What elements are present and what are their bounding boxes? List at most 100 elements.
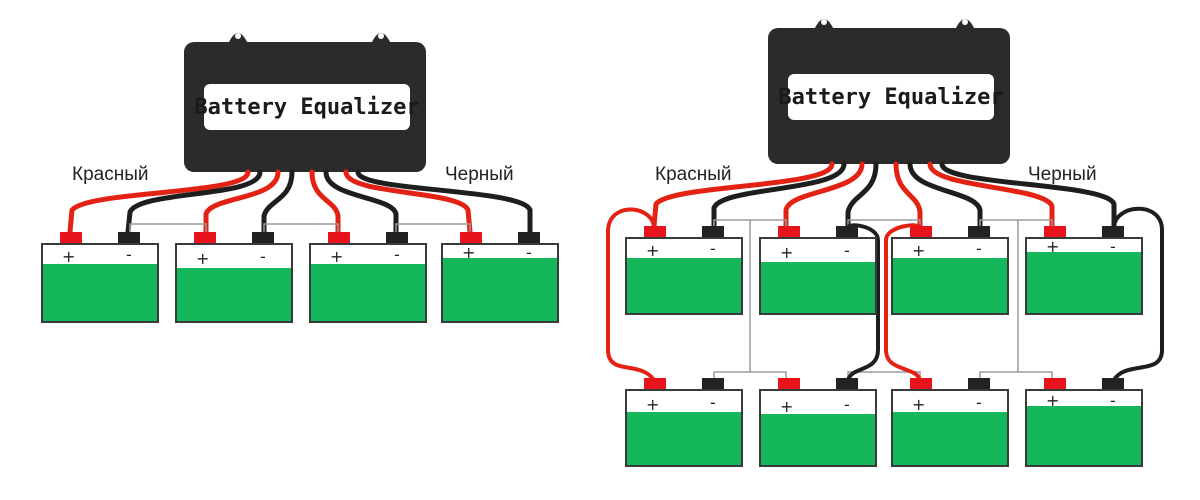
black-terminal (968, 378, 990, 390)
equalizer-box-right: Battery Equalizer (768, 19, 1010, 164)
black-terminal (1102, 378, 1124, 390)
red-wire (893, 161, 923, 229)
red-terminal (778, 378, 800, 390)
mounting-hole-icon (235, 33, 241, 39)
red-terminal (910, 226, 932, 238)
battery: + - (41, 232, 159, 323)
electrolyte-fill (43, 264, 157, 321)
minus-sign: - (260, 247, 266, 266)
minus-sign: - (844, 241, 850, 260)
black-terminal (1102, 226, 1124, 238)
battery-row-left: + - + - + - (41, 232, 559, 323)
electrolyte-fill (893, 412, 1007, 465)
minus-sign: - (1110, 391, 1116, 410)
equalizer-wires-right (651, 161, 1117, 229)
battery: + - (759, 378, 877, 467)
black-terminal (702, 378, 724, 390)
plus-sign: + (1046, 237, 1059, 256)
electrolyte-fill (627, 412, 741, 465)
mounting-hole-icon (821, 19, 827, 25)
battery: + - (625, 226, 743, 315)
minus-sign: - (976, 393, 982, 412)
red-terminal (644, 378, 666, 390)
black-terminal (252, 232, 274, 244)
black-wire (261, 169, 295, 235)
equalizer-box-left: Battery Equalizer (184, 33, 426, 172)
battery: + - (309, 232, 427, 323)
minus-sign: - (526, 243, 532, 262)
black-terminal (836, 226, 858, 238)
black-wire (846, 223, 880, 382)
black-terminal (518, 232, 540, 244)
equalizer-label: Battery Equalizer (194, 95, 419, 120)
inter-row-cables (606, 206, 1164, 382)
battery: + - (441, 232, 559, 323)
black-wire (125, 169, 263, 235)
mounting-hole-icon (962, 19, 968, 25)
red-wire-label: Красный (655, 164, 731, 185)
battery: + - (891, 226, 1009, 315)
equalizer-label-plate (204, 84, 410, 130)
minus-sign: - (710, 393, 716, 412)
series-link (129, 223, 207, 234)
minus-sign: - (1110, 237, 1116, 256)
electrolyte-fill (761, 414, 875, 465)
series-link (847, 219, 921, 228)
minus-sign: - (126, 245, 132, 264)
minus-sign: - (710, 239, 716, 258)
red-terminal (328, 232, 350, 244)
red-wire (783, 161, 865, 229)
black-wire (907, 161, 983, 229)
mounting-hole-icon (378, 33, 384, 39)
battery-row-right-top: + - + - + - (625, 226, 1143, 315)
black-wire (1112, 206, 1164, 382)
equalizer-label-plate (788, 74, 994, 120)
electrolyte-fill (627, 258, 741, 313)
red-wire (927, 161, 1055, 229)
battery: + - (625, 378, 743, 467)
red-terminal (910, 378, 932, 390)
black-wire (355, 169, 533, 235)
black-terminal (702, 226, 724, 238)
electrolyte-fill (311, 264, 425, 321)
red-terminal (778, 226, 800, 238)
electrolyte-fill (761, 262, 875, 313)
plus-sign: + (330, 247, 343, 266)
plus-sign: + (196, 249, 209, 268)
series-link (979, 371, 1053, 380)
red-terminal (60, 232, 82, 244)
black-terminal (386, 232, 408, 244)
plus-sign: + (646, 241, 659, 260)
black-wire-label: Черный (445, 164, 514, 185)
series-link (395, 223, 471, 234)
red-terminal (1044, 226, 1066, 238)
minus-sign: - (976, 239, 982, 258)
plus-sign: + (780, 397, 793, 416)
plus-sign: + (62, 247, 75, 266)
equalizer-wires-left (67, 169, 533, 235)
diagram-right-two-rows: Battery Equalizer Красный Черный (606, 19, 1164, 467)
plus-sign: + (912, 395, 925, 414)
red-terminal (460, 232, 482, 244)
red-wire (343, 169, 473, 235)
black-terminal (118, 232, 140, 244)
electrolyte-fill (893, 258, 1007, 313)
red-wire (606, 207, 656, 382)
red-wire (67, 169, 251, 235)
electrolyte-fill (443, 258, 557, 321)
plus-sign: + (912, 241, 925, 260)
minus-sign: - (844, 395, 850, 414)
electrolyte-fill (177, 268, 291, 321)
series-link (263, 223, 339, 234)
black-wire-label: Черный (1028, 164, 1097, 185)
diagram-left-single-row: Battery Equalizer Красный Черный (41, 33, 559, 323)
black-wire (845, 161, 879, 229)
red-terminal (1044, 378, 1066, 390)
black-terminal (968, 226, 990, 238)
plus-sign: + (780, 243, 793, 262)
series-links-left (129, 223, 471, 234)
black-wire (711, 161, 847, 229)
plus-sign: + (646, 395, 659, 414)
red-terminal (194, 232, 216, 244)
